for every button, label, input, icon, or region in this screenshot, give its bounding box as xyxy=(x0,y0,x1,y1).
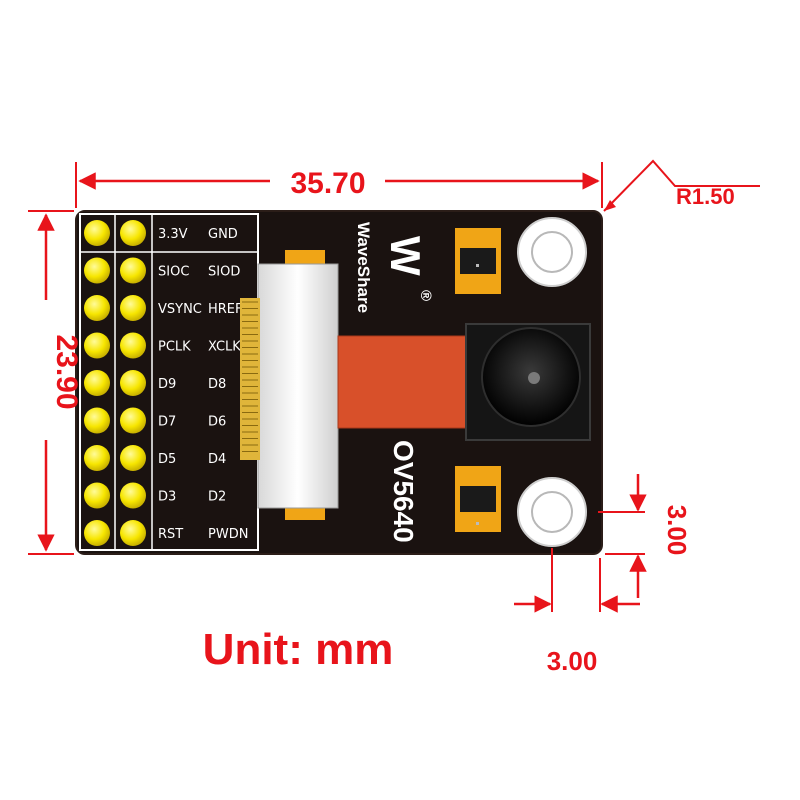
pin-label: VSYNC xyxy=(158,302,202,317)
pin-label: XCLK xyxy=(208,340,241,355)
pin-label: GND xyxy=(208,227,238,242)
header-pin xyxy=(120,407,146,434)
pin-label: HREF xyxy=(208,302,243,317)
header-pin xyxy=(120,332,146,359)
brand-text: WaveShare xyxy=(354,222,373,313)
pin-label: D6 xyxy=(208,415,226,430)
corner-radius-dimension: R1.50 xyxy=(603,159,760,212)
pin-label: D4 xyxy=(208,452,226,467)
pin-label: SIOC xyxy=(158,265,189,280)
hole-offset-x-value: 3.00 xyxy=(547,646,598,676)
header-pin xyxy=(84,445,110,471)
pin-label: PCLK xyxy=(158,340,191,355)
flex-cable xyxy=(337,335,467,429)
fpc-connector xyxy=(240,250,339,520)
header-pin xyxy=(84,370,110,396)
pin-label: 3.3V xyxy=(158,227,188,242)
header-pin xyxy=(84,332,110,359)
header-pin xyxy=(84,407,110,434)
hole-offset-y-value: 3.00 xyxy=(662,505,692,556)
width-value: 35.70 xyxy=(290,167,365,200)
corner-radius-value: R1.50 xyxy=(676,184,735,209)
smd-component-bottom xyxy=(455,466,501,532)
model-text: OV5640 xyxy=(388,440,419,543)
mounting-hole-top xyxy=(517,217,587,287)
pin-label: D2 xyxy=(208,490,226,505)
header-pin xyxy=(84,520,110,546)
waveshare-logo: WaveShare W ® xyxy=(354,222,434,313)
header-pin xyxy=(84,482,110,509)
header-pin xyxy=(120,295,146,321)
header-pin xyxy=(120,370,146,396)
lens-center xyxy=(528,372,540,384)
width-dimension: 35.70 xyxy=(75,162,603,208)
logo-mark: W xyxy=(382,236,429,276)
header-pin xyxy=(84,220,110,246)
pin-label: D9 xyxy=(158,377,176,392)
mounting-hole-bottom xyxy=(517,477,587,547)
hole-offset-y-dimension: 3.00 xyxy=(598,474,692,598)
pin-label: D8 xyxy=(208,377,226,392)
camera-module xyxy=(465,323,591,441)
pin-label: D5 xyxy=(158,452,176,467)
registered-mark: ® xyxy=(417,290,434,301)
pin-label: D7 xyxy=(158,415,176,430)
pin-label: SIOD xyxy=(208,265,240,280)
header-pin xyxy=(84,257,110,284)
header-pin xyxy=(84,295,110,321)
height-dimension: 23.90 xyxy=(28,210,83,555)
header-pin xyxy=(120,257,146,284)
header-pin xyxy=(120,520,146,546)
height-value: 23.90 xyxy=(50,334,83,409)
hole-offset-x-dimension: 3.00 xyxy=(514,548,640,676)
header-pin xyxy=(120,482,146,509)
pin-label: D3 xyxy=(158,490,176,505)
unit-caption: Unit: mm xyxy=(203,625,394,674)
header-pin xyxy=(120,445,146,471)
pin-label: RST xyxy=(158,527,183,542)
smd-component-top xyxy=(455,228,501,294)
pin-label: PWDN xyxy=(208,527,248,542)
header-pin xyxy=(120,220,146,246)
